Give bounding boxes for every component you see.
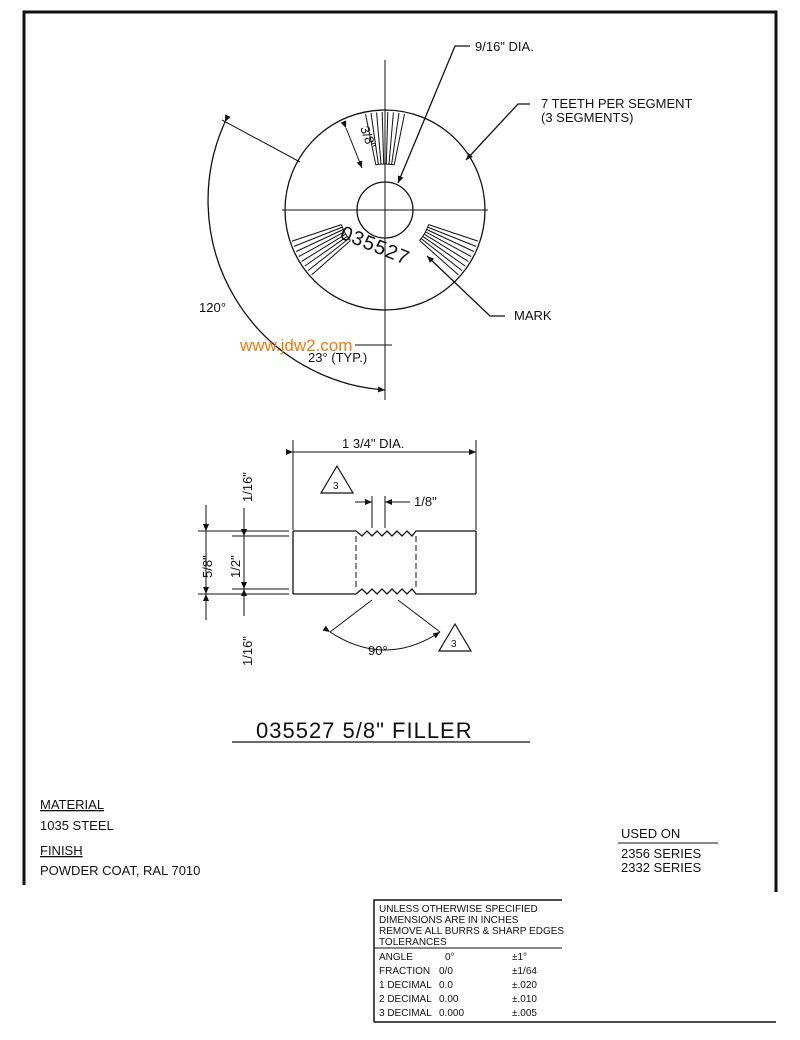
tooth-line — [422, 235, 466, 267]
front-view — [207, 45, 530, 400]
tolerance-label: 1 DECIMAL — [379, 980, 432, 991]
dim-bottom-label: 1/16" — [240, 636, 255, 666]
tolerance-row: FRACTION 0/0 ±1/64 — [379, 966, 537, 977]
mark-label: MARK — [514, 308, 552, 323]
tolerance-value: ±.020 — [512, 980, 537, 991]
tolerance-format: 0.000 — [439, 1008, 464, 1019]
outer-dia-label: 1 3/4" DIA. — [342, 436, 404, 451]
teeth-label-line2: (3 SEGMENTS) — [541, 110, 633, 125]
tolerance-row: 3 DECIMAL 0.000 ±.005 — [379, 1008, 537, 1019]
tolerance-value: ±.010 — [512, 994, 537, 1005]
tooth-line — [388, 112, 394, 165]
bore-dia-leader — [397, 45, 470, 184]
tooth-line — [419, 240, 459, 276]
tolerance-format: 0° — [445, 952, 455, 963]
tooth-depth-label: 3/8" — [357, 124, 379, 151]
dim-overall-label: 5/8" — [200, 555, 215, 578]
material-value: 1035 STEEL — [40, 818, 114, 833]
teeth-leader — [465, 103, 530, 161]
drawing-title: 035527 5/8" FILLER — [256, 718, 473, 743]
note-flag-2 — [437, 622, 473, 652]
dim-inner-label: 1/2" — [228, 555, 243, 578]
angle-23-label: 23° (TYP.) — [308, 350, 367, 365]
teeth-label-line1: 7 TEETH PER SEGMENT — [541, 96, 693, 111]
material-heading: MATERIAL — [40, 797, 104, 812]
side-profile-top — [293, 530, 476, 537]
tolerance-format: 0.0 — [439, 980, 453, 991]
tooth-line — [423, 233, 469, 262]
tooth-line — [381, 111, 385, 165]
tolerance-value: ±.005 — [512, 1008, 537, 1019]
tolerance-block — [373, 899, 776, 1023]
tooth-line — [427, 226, 477, 247]
tooth-line — [428, 224, 479, 242]
angle-120-ext — [221, 119, 301, 163]
tolerance-header-line: REMOVE ALL BURRS & SHARP EDGES — [379, 926, 564, 937]
note-flag-1 — [319, 464, 355, 494]
angle-120-label: 120° — [199, 300, 226, 315]
tooth-width-label: 1/8" — [414, 494, 437, 509]
side-view — [198, 440, 530, 743]
tooth-line — [291, 224, 342, 242]
tolerance-format: 0.00 — [439, 994, 459, 1005]
used-on-item: 2356 SERIES — [621, 846, 702, 861]
dim-top-label: 1/16" — [240, 472, 255, 502]
used-on-heading: USED ON — [621, 826, 680, 841]
tolerance-value: ±1/64 — [512, 966, 537, 977]
tolerance-header-line: DIMENSIONS ARE IN INCHES — [379, 915, 519, 926]
tooth-line — [420, 238, 463, 271]
tolerance-row: 1 DECIMAL 0.0 ±.020 — [379, 980, 537, 991]
tolerance-label: 3 DECIMAL — [379, 1008, 432, 1019]
tolerance-header-line: UNLESS OTHERWISE SPECIFIED — [379, 904, 538, 915]
tolerance-row: ANGLE 0° ±1° — [379, 952, 527, 963]
side-profile-bottom — [293, 588, 476, 595]
note-flag-1-num: 3 — [333, 481, 339, 492]
tolerance-header-line: TOLERANCES — [379, 937, 447, 948]
tolerance-label: FRACTION — [379, 966, 430, 977]
angle-90-arc — [322, 625, 441, 651]
angle-90-label: 90° — [368, 643, 388, 658]
sheet-border — [22, 10, 778, 892]
note-flag-2-num: 3 — [451, 639, 457, 650]
tooth-line — [393, 113, 405, 165]
tolerance-value: ±1° — [512, 952, 527, 963]
tooth-line — [425, 231, 472, 257]
tolerance-label: 2 DECIMAL — [379, 994, 432, 1005]
finish-value: POWDER COAT, RAL 7010 — [40, 863, 200, 878]
watermark: www.jdw2.com — [239, 336, 352, 355]
tooth-root-arc — [419, 224, 430, 241]
tolerance-format: 0/0 — [439, 966, 453, 977]
tolerance-row: 2 DECIMAL 0.00 ±.010 — [379, 994, 537, 1005]
used-on-item: 2332 SERIES — [621, 860, 702, 875]
bore-dia-label: 9/16" DIA. — [475, 39, 534, 54]
tooth-line — [385, 111, 389, 165]
tooth-line — [426, 229, 475, 252]
finish-heading: FINISH — [40, 843, 83, 858]
tooth-line — [391, 112, 400, 165]
part-stamp: 035527 — [337, 222, 413, 270]
mark-leader — [426, 255, 505, 317]
tolerance-label: ANGLE — [379, 952, 413, 963]
tooth-depth-arrow — [340, 120, 363, 169]
angle-120-arc — [207, 114, 386, 393]
